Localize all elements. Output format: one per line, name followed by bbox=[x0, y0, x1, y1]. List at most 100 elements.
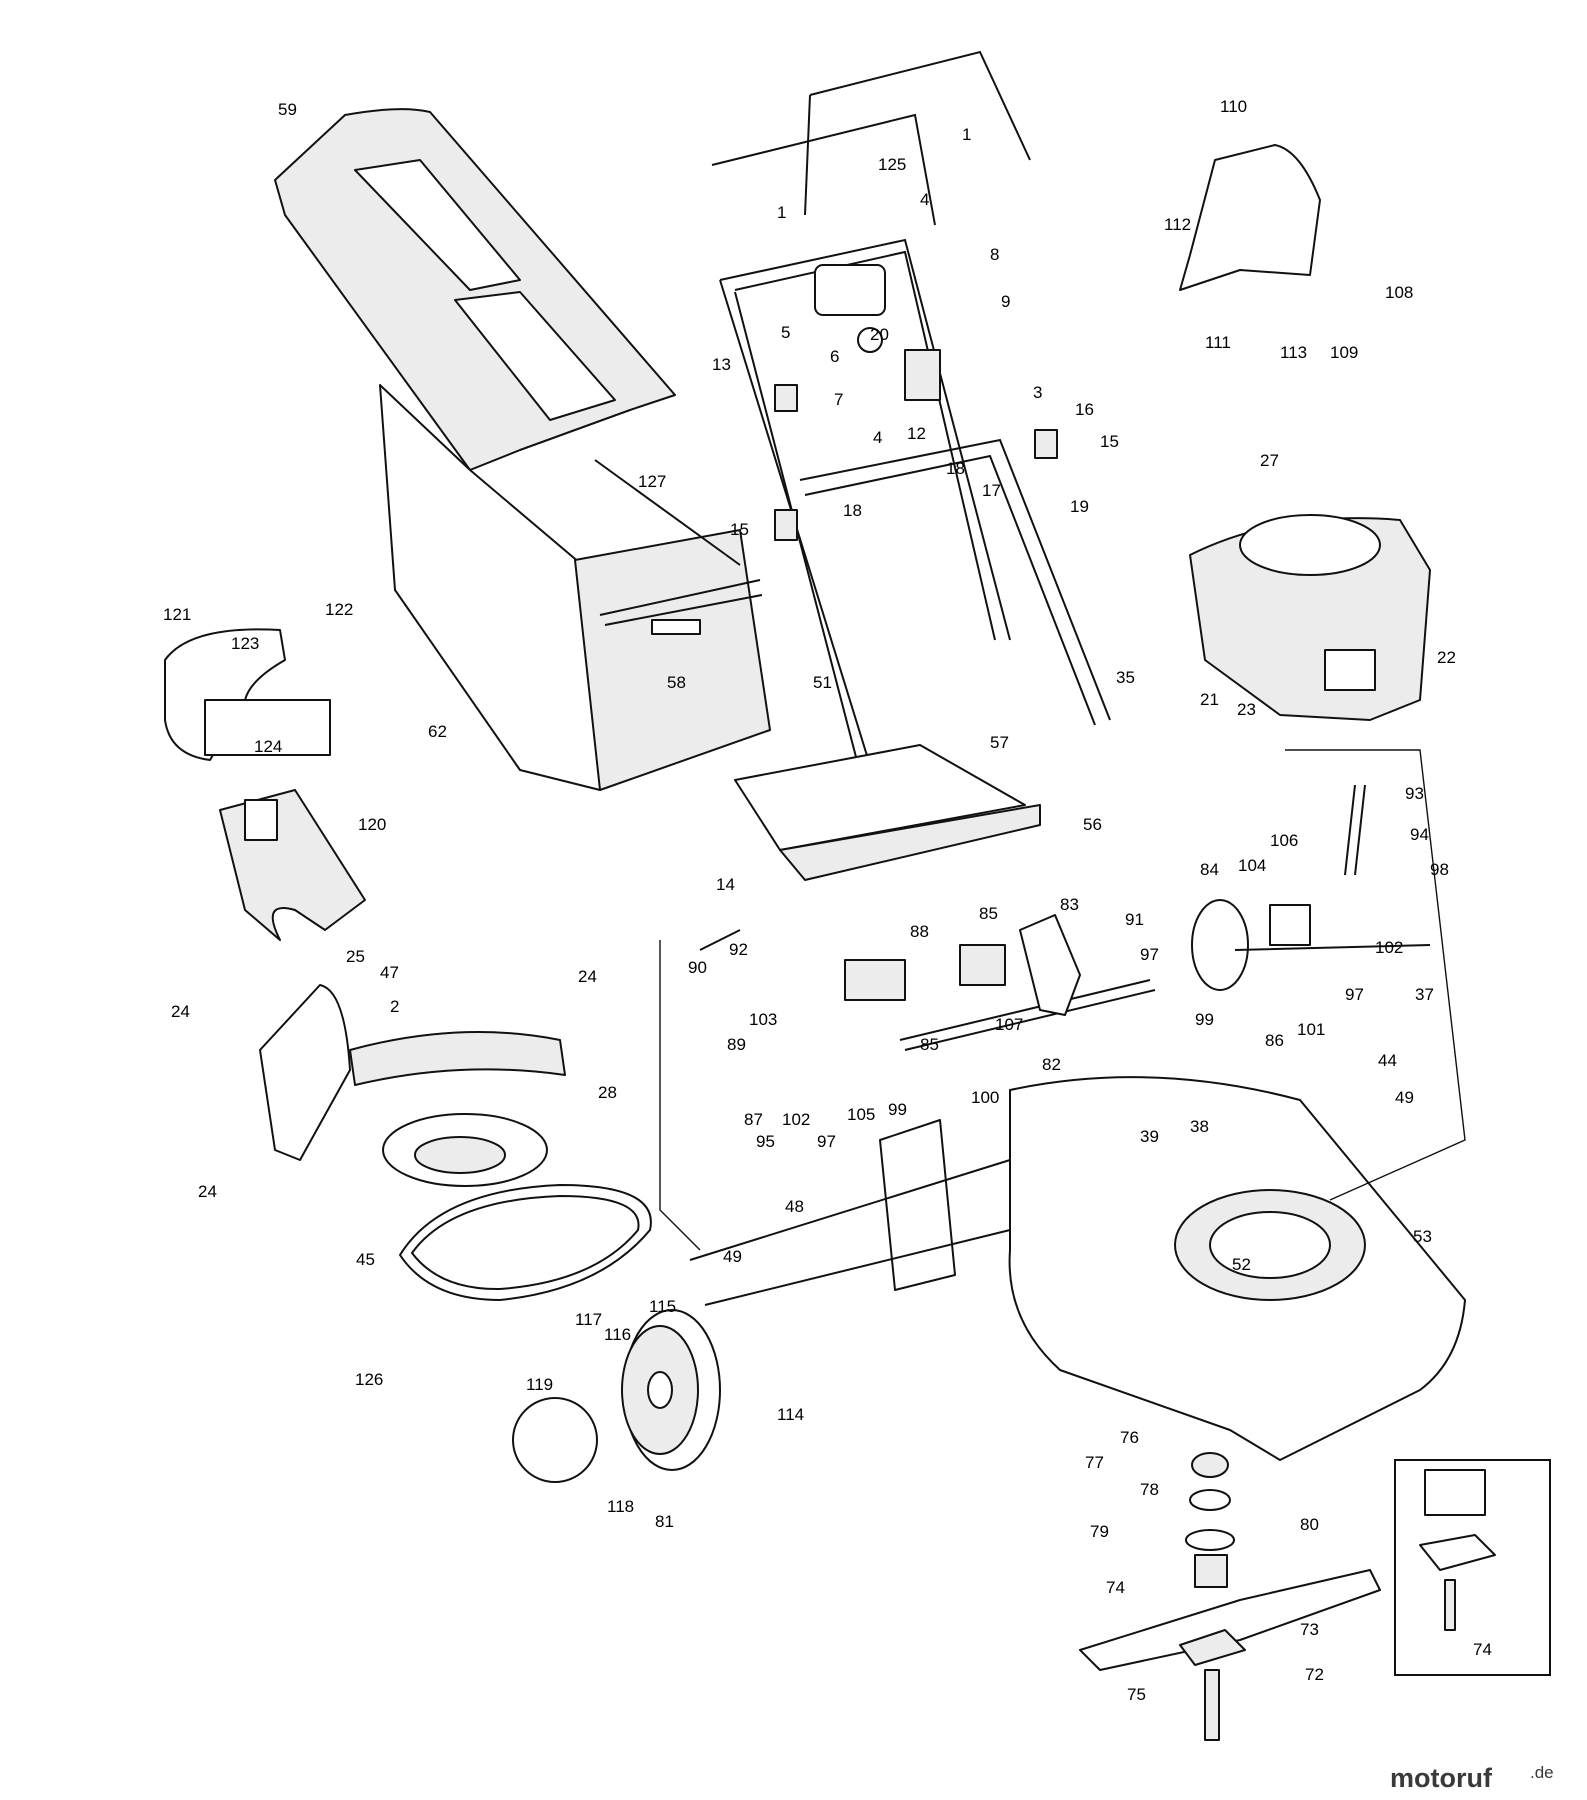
callout-78: 78 bbox=[1140, 1480, 1159, 1499]
watermark-suffix: .de bbox=[1530, 1763, 1554, 1782]
watermark: motoruf .de bbox=[1390, 1763, 1554, 1793]
callout-74b: 74 bbox=[1473, 1640, 1492, 1659]
callout-3: 3 bbox=[1033, 383, 1042, 402]
mulch-plate-120 bbox=[219, 789, 366, 941]
callout-105: 105 bbox=[847, 1105, 875, 1124]
callout-85a: 85 bbox=[979, 904, 998, 923]
drive-gearbox-83 bbox=[844, 914, 1081, 1016]
callout-1b: 1 bbox=[777, 203, 786, 222]
callout-103: 103 bbox=[749, 1010, 777, 1029]
callout-20: 20 bbox=[870, 325, 889, 344]
blade-bolt-75 bbox=[1204, 1669, 1220, 1741]
callout-121: 121 bbox=[163, 605, 191, 624]
callout-127: 127 bbox=[638, 472, 666, 491]
callout-49b: 49 bbox=[723, 1247, 742, 1266]
alternate-adapter-inset bbox=[1394, 1459, 1551, 1676]
callout-97a: 97 bbox=[1140, 945, 1159, 964]
callout-21: 21 bbox=[1200, 690, 1219, 709]
blade-73 bbox=[1079, 1569, 1381, 1671]
engine-27 bbox=[1189, 514, 1431, 721]
discharge-chute-2 bbox=[259, 984, 566, 1161]
callout-108: 108 bbox=[1385, 283, 1413, 302]
callout-82: 82 bbox=[1042, 1055, 1061, 1074]
callout-9: 9 bbox=[1001, 292, 1010, 311]
callout-89: 89 bbox=[727, 1035, 746, 1054]
callout-120: 120 bbox=[358, 815, 386, 834]
callout-1a: 1 bbox=[962, 125, 971, 144]
blade-adapter-79 bbox=[1185, 1452, 1235, 1588]
mulch-plug-121 bbox=[164, 628, 331, 761]
callout-2: 2 bbox=[390, 997, 399, 1016]
callout-48: 48 bbox=[785, 1197, 804, 1216]
callout-87: 87 bbox=[744, 1110, 763, 1129]
callout-58: 58 bbox=[667, 673, 686, 692]
callout-27: 27 bbox=[1260, 451, 1279, 470]
callout-100: 100 bbox=[971, 1088, 999, 1107]
callout-106: 106 bbox=[1270, 831, 1298, 850]
shift-lever-93 bbox=[1344, 784, 1366, 876]
callout-44: 44 bbox=[1378, 1051, 1397, 1070]
callout-4a: 4 bbox=[920, 190, 929, 209]
callout-123: 123 bbox=[231, 634, 259, 653]
callout-15b: 15 bbox=[730, 520, 749, 539]
callout-126: 126 bbox=[355, 1370, 383, 1389]
callout-99b: 99 bbox=[888, 1100, 907, 1119]
watermark-brand: motoruf bbox=[1390, 1763, 1493, 1793]
callout-5: 5 bbox=[781, 323, 790, 342]
callout-38: 38 bbox=[1190, 1117, 1209, 1136]
rear-wheel-81 bbox=[621, 1309, 721, 1471]
control-bail-1 bbox=[711, 50, 1031, 226]
callout-94: 94 bbox=[1410, 825, 1429, 844]
callout-124: 124 bbox=[254, 737, 282, 756]
callout-118: 118 bbox=[607, 1497, 634, 1516]
callout-12: 12 bbox=[907, 424, 926, 443]
rear-flap-57 bbox=[734, 744, 1041, 881]
callout-16: 16 bbox=[1075, 400, 1094, 419]
callout-99a: 99 bbox=[1195, 1010, 1214, 1029]
callout-37: 37 bbox=[1415, 985, 1434, 1004]
callout-62: 62 bbox=[428, 722, 447, 741]
callout-102a: 102 bbox=[1375, 938, 1403, 957]
callout-77: 77 bbox=[1085, 1453, 1104, 1472]
axle-bracket-48 bbox=[689, 1119, 1011, 1306]
upper-handle-125 bbox=[719, 238, 1011, 831]
callout-4b: 4 bbox=[873, 428, 882, 447]
callout-119: 119 bbox=[526, 1375, 553, 1394]
callout-19: 19 bbox=[1070, 497, 1089, 516]
grass-catcher-top-59 bbox=[274, 108, 676, 471]
control-panel-9 bbox=[814, 264, 941, 401]
callout-8: 8 bbox=[990, 245, 999, 264]
rear-shroud-37 bbox=[699, 929, 1431, 951]
callout-80: 80 bbox=[1300, 1515, 1319, 1534]
callout-76: 76 bbox=[1120, 1428, 1139, 1447]
mower-deck-53 bbox=[1008, 1076, 1466, 1461]
callout-88: 88 bbox=[910, 922, 929, 941]
callout-112: 112 bbox=[1164, 215, 1191, 234]
callout-13: 13 bbox=[712, 355, 731, 374]
callout-24a: 24 bbox=[578, 967, 597, 986]
callout-59: 59 bbox=[278, 100, 297, 119]
callout-7: 7 bbox=[834, 390, 843, 409]
callout-93: 93 bbox=[1405, 784, 1424, 803]
callout-97b: 97 bbox=[1345, 985, 1364, 1004]
callout-25: 25 bbox=[346, 947, 365, 966]
callout-125: 125 bbox=[878, 155, 906, 174]
callout-28: 28 bbox=[598, 1083, 617, 1102]
drive-shaft-82 bbox=[899, 979, 1156, 1051]
callout-92: 92 bbox=[729, 940, 748, 959]
pulley-84 bbox=[1191, 899, 1311, 991]
callout-57: 57 bbox=[990, 733, 1009, 752]
callout-15a: 15 bbox=[1100, 432, 1119, 451]
callout-81: 81 bbox=[655, 1512, 674, 1531]
callout-53: 53 bbox=[1413, 1227, 1432, 1246]
callout-104: 104 bbox=[1238, 856, 1266, 875]
callout-22: 22 bbox=[1437, 648, 1456, 667]
callout-97c: 97 bbox=[817, 1132, 836, 1151]
callout-56: 56 bbox=[1083, 815, 1102, 834]
callout-18a: 18 bbox=[946, 459, 965, 478]
callout-107: 107 bbox=[995, 1015, 1023, 1034]
callout-117: 117 bbox=[575, 1310, 602, 1329]
callout-75: 75 bbox=[1127, 1685, 1146, 1704]
callout-14: 14 bbox=[716, 875, 735, 894]
